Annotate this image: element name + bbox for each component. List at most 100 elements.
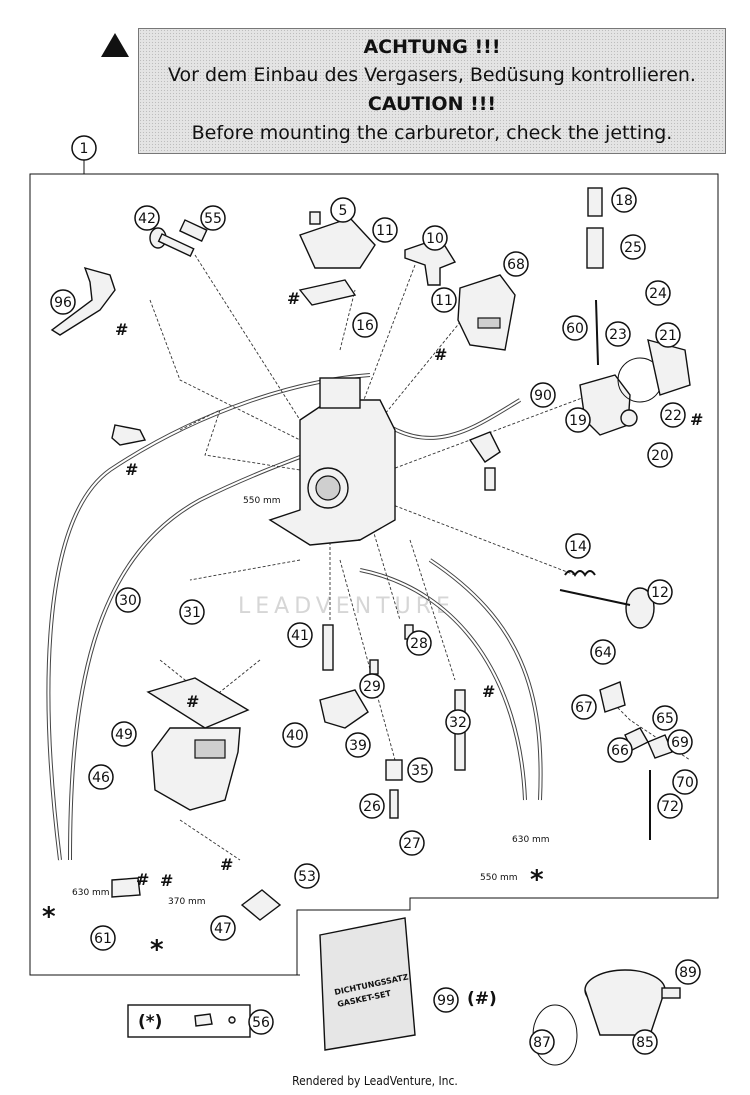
callout-64: 64 (590, 639, 616, 665)
svg-text:85: 85 (636, 1035, 654, 1051)
svg-text:90: 90 (534, 388, 552, 404)
callout-61: 61 (90, 925, 116, 951)
svg-text:40: 40 (286, 728, 304, 744)
svg-text:#: # (125, 460, 138, 479)
callout-90: 90 (530, 382, 556, 408)
svg-text:#: # (434, 345, 447, 364)
callout-87: 87 (529, 1029, 555, 1055)
callout-69: 69 (667, 729, 693, 755)
svg-text:#: # (160, 871, 173, 890)
svg-text:12: 12 (651, 585, 669, 601)
drain-plug (111, 877, 141, 898)
callout-22: 22 (660, 402, 686, 428)
hot-start-plunger (149, 219, 208, 257)
callout-20: 20 (647, 442, 673, 468)
callout-11: 11 (372, 217, 398, 243)
svg-text:11: 11 (376, 223, 394, 239)
gasket-set-bag: DICHTUNGSSATZ GASKET-SET (319, 917, 416, 1051)
hash-marks: # # # # # # # # # # (115, 289, 703, 890)
svg-text:23: 23 (609, 327, 627, 343)
svg-text:16: 16 (356, 318, 374, 334)
svg-text:10: 10 (426, 231, 444, 247)
svg-text:29: 29 (363, 679, 381, 695)
svg-text:19: 19 (569, 413, 587, 429)
callout-25: 25 (620, 234, 646, 260)
callout-31: 31 (179, 599, 205, 625)
svg-text:*: * (150, 935, 164, 965)
callout-42: 42 (134, 205, 160, 231)
callout-72: 72 (657, 793, 683, 819)
svg-text:67: 67 (575, 700, 593, 716)
warning-text-en: Before mounting the carburetor, check th… (191, 122, 673, 144)
cable-holder (50, 266, 116, 336)
svg-text:70: 70 (676, 775, 694, 791)
warning-text-de: Vor dem Einbau des Vergasers, Bedüsung k… (168, 64, 696, 86)
dimension-630-left: 630 mm (72, 888, 110, 898)
callout-30: 30 (115, 587, 141, 613)
svg-text:#: # (287, 289, 300, 308)
callout-55: 55 (200, 205, 226, 231)
throttle-body-adapter (532, 969, 681, 1066)
dimension-550-right: 550 mm (480, 873, 518, 883)
svg-text:21: 21 (659, 328, 677, 344)
asterisk-marks: * * * (42, 865, 544, 965)
assembly-frame (29, 160, 719, 976)
kit-label: (*) (138, 1012, 162, 1032)
svg-text:49: 49 (115, 727, 133, 743)
callout-40: 40 (282, 722, 308, 748)
callout-66: 66 (607, 737, 633, 763)
needle-sleeve (587, 187, 603, 217)
svg-text:96: 96 (54, 295, 72, 311)
svg-text:42: 42 (138, 211, 156, 227)
callout-96: 96 (50, 289, 76, 315)
footer-credit: Rendered by LeadVenture, Inc. (292, 1074, 458, 1088)
svg-text:65: 65 (656, 711, 674, 727)
svg-text:60: 60 (566, 321, 584, 337)
svg-text:14: 14 (569, 539, 587, 555)
svg-text:1: 1 (80, 141, 89, 157)
callout-46: 46 (88, 764, 114, 790)
callout-49: 49 (111, 721, 137, 747)
callout-1: 1 (71, 135, 97, 161)
callout-5: 5 (330, 197, 356, 223)
callout-26: 26 (359, 793, 385, 819)
callout-group: 1 5 10 11 11 12 14 16 18 19 20 21 22 23 24 25 26 27 28 29 30… (50, 135, 701, 1055)
callout-65: 65 (652, 705, 678, 731)
svg-text:20: 20 (651, 448, 669, 464)
callout-27: 27 (399, 830, 425, 856)
svg-text:89: 89 (679, 965, 697, 981)
svg-text:61: 61 (94, 931, 112, 947)
svg-text:47: 47 (214, 921, 232, 937)
callout-11: 11 (431, 287, 457, 313)
linkage-bracket (404, 237, 457, 286)
svg-text:53: 53 (298, 869, 316, 885)
svg-text:99: 99 (437, 993, 455, 1009)
svg-text:18: 18 (615, 193, 633, 209)
svg-text:87: 87 (533, 1035, 551, 1051)
float (319, 689, 369, 729)
callout-70: 70 (672, 769, 698, 795)
svg-text:#: # (690, 410, 703, 429)
float-bowl (146, 677, 250, 811)
svg-text:28: 28 (410, 636, 428, 652)
svg-text:*: * (42, 902, 56, 932)
callout-56: 56 (248, 1009, 274, 1035)
warning-triangle-icon (101, 33, 129, 57)
callout-14: 14 (565, 533, 591, 559)
pump-cover (240, 889, 282, 921)
callout-29: 29 (359, 673, 385, 699)
warning-title-en: CAUTION !!! (367, 93, 497, 115)
svg-text:72: 72 (661, 799, 679, 815)
svg-text:#: # (115, 320, 128, 339)
svg-text:41: 41 (291, 628, 309, 644)
svg-text:5: 5 (339, 203, 348, 219)
callout-12: 12 (647, 579, 673, 605)
callout-24: 24 (645, 280, 671, 306)
gasket-kit-label: (#) (467, 989, 497, 1009)
callout-99: 99 (433, 987, 459, 1013)
carburetor-body (268, 377, 396, 546)
svg-text:#: # (136, 870, 149, 889)
callout-53: 53 (294, 863, 320, 889)
callout-21: 21 (655, 322, 681, 348)
dimension-630-right: 630 mm (512, 835, 550, 845)
